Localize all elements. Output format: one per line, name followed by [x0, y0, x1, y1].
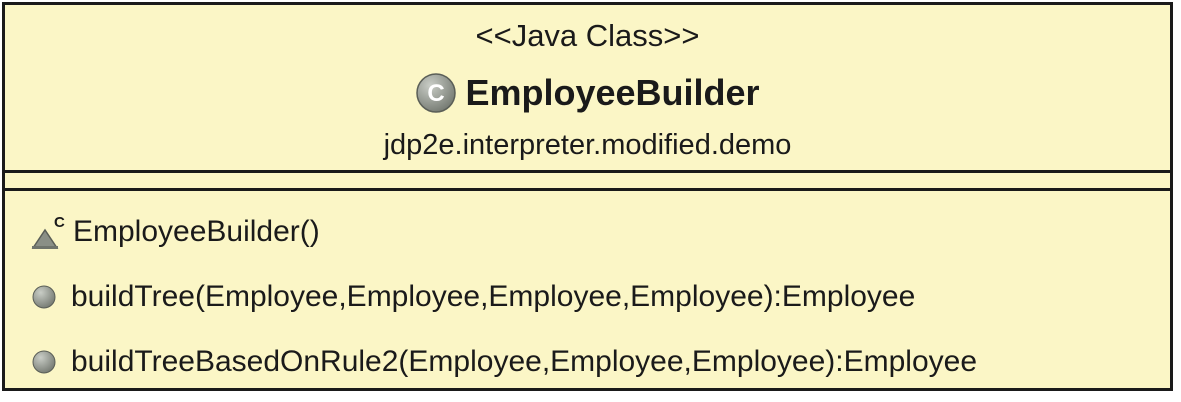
operation-label: buildTree(Employee,Employee,Employee,Emp… [71, 280, 916, 313]
class-stereotype: <<Java Class>> [475, 18, 700, 53]
uml-class-box: <<Java Class>> C EmployeeBuilder jdp2e.i… [2, 2, 1173, 391]
svg-text:C: C [428, 80, 445, 107]
class-name-row: C EmployeeBuilder [5, 67, 1170, 119]
method-icon [32, 285, 56, 309]
operation-row: buildTreeBasedOnRule2(Employee,Employee,… [27, 339, 977, 385]
method-icon [32, 350, 56, 374]
operation-label: EmployeeBuilder() [73, 215, 320, 248]
operation-row: buildTree(Employee,Employee,Employee,Emp… [27, 274, 915, 320]
class-c-icon: C [416, 73, 457, 113]
class-package: jdp2e.interpreter.modified.demo [383, 129, 792, 161]
class-name: EmployeeBuilder [465, 72, 760, 113]
svg-text:C: C [54, 214, 65, 231]
operation-row: C EmployeeBuilder() [27, 209, 320, 255]
constructor-icon: C [31, 214, 65, 249]
operation-label: buildTreeBasedOnRule2(Employee,Employee,… [71, 345, 978, 378]
class-header: <<Java Class>> C EmployeeBuilder jdp2e.i… [5, 5, 1170, 173]
compartment-divider [5, 188, 1170, 191]
compartment-divider [5, 170, 1170, 173]
